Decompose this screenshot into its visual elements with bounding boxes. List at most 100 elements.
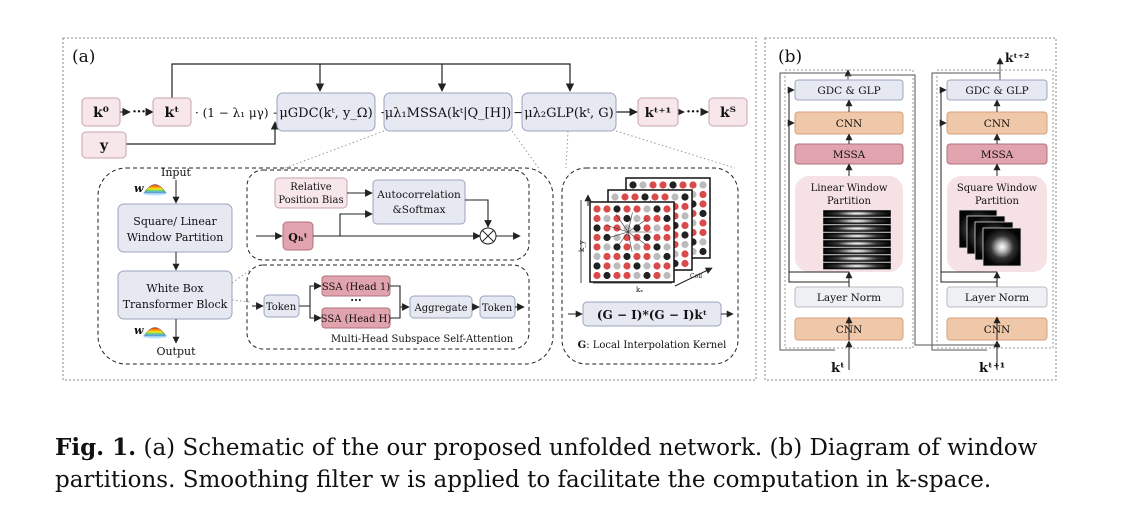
sample-dot: [613, 214, 621, 223]
caption-line-2: partitions. Smoothing filter w is applie…: [55, 467, 992, 493]
sample-dot: [699, 238, 707, 246]
sample-dot: [623, 252, 631, 261]
sample-dot: [633, 271, 641, 280]
sample-dot: [653, 205, 661, 213]
sample-dot: [663, 233, 671, 242]
sample-dot: [669, 181, 677, 189]
kT-node: kᵀ: [708, 97, 748, 127]
glp-node: μλ₂GLP(kᵗ, G): [521, 92, 617, 132]
multi-head-frame: [246, 264, 530, 350]
multi-head-arrows: [252, 282, 525, 322]
left_column-gdc-glp-label: GDC & GLP: [817, 85, 880, 97]
sample-dot: [643, 205, 651, 213]
axis-ky: k_y: [578, 240, 586, 252]
sample-dot: [623, 243, 631, 251]
sample-dot: [649, 181, 657, 189]
svg-text:Window Partition: Window Partition: [127, 231, 224, 244]
svg-text:μλ₂GLP(kᵗ, G): μλ₂GLP(kᵗ, G): [524, 106, 614, 121]
attention-frame: [246, 169, 530, 261]
panel-b-bypass: [779, 57, 1004, 351]
axis-coil: Coil: [690, 273, 702, 280]
sample-dot: [603, 262, 611, 270]
chain-dots-2: ···: [686, 105, 700, 120]
sample-dot: [699, 228, 707, 237]
sample-dot: [653, 214, 661, 223]
kernel-line: [627, 219, 647, 233]
left_column-input-label: kᵗ: [831, 361, 845, 376]
caption-line-1: (a) Schematic of the our proposed unfold…: [136, 435, 1038, 461]
sample-dot: [661, 193, 669, 201]
kernel-line: [627, 231, 633, 252]
left_column-mssa-label: MSSA: [833, 149, 866, 161]
sample-dot: [663, 252, 671, 261]
svg-text:y: y: [99, 138, 109, 154]
kt1-node: kᵗ⁺¹: [637, 97, 679, 127]
skip-arrow: [939, 119, 998, 283]
skip-arrow-2: [939, 86, 997, 273]
token-out-box: Token: [479, 295, 516, 319]
chain-minus: −: [513, 105, 525, 121]
sample-dot: [639, 181, 647, 189]
sample-dot: [593, 224, 601, 232]
panel-b-frame: [764, 37, 1057, 381]
ssa-dots: ···: [350, 294, 362, 307]
mssa-node: μλ₁MSSA(kᵗ|Q_[H]): [383, 92, 513, 132]
sample-dot: [681, 193, 689, 201]
skip-arrow-2: [787, 86, 849, 273]
right_column-partition-label-1: Square Window: [957, 183, 1038, 194]
sample-dot: [651, 193, 659, 201]
sample-dot: [633, 205, 641, 213]
sample-dot: [699, 209, 707, 218]
panel-b-right-column-frame: [936, 69, 1054, 349]
white-box-transformer-box: White Box Transformer Block: [117, 270, 233, 320]
svg-text:White Box: White Box: [146, 282, 204, 295]
glp-kernel-caption: G: Local Interpolation Kernel: [578, 340, 727, 351]
sample-dot: [663, 214, 671, 223]
svg-text:Autocorrelation: Autocorrelation: [376, 189, 461, 201]
window-strip: [822, 254, 892, 263]
sample-dot: [663, 224, 671, 232]
sample-dot: [613, 205, 621, 213]
zoom-guides: [279, 130, 736, 171]
sample-dot: [643, 243, 651, 251]
attention-arrows: [256, 189, 521, 240]
sample-dot: [613, 224, 621, 232]
kt-node: kᵗ: [152, 97, 192, 127]
autocorrelation-softmax-box: Autocorrelation &Softmax: [372, 179, 466, 225]
right_column-layernorm-label: Layer Norm: [965, 292, 1029, 304]
caption-fig: Fig. 1.: [55, 434, 137, 461]
sample-dot: [663, 243, 671, 251]
sample-dot: [663, 205, 671, 213]
sample-dot: [593, 214, 601, 223]
module-input-label: Input: [161, 166, 192, 179]
w-bottom: w: [134, 324, 144, 337]
sample-dot: [629, 181, 637, 189]
sample-dot: [699, 247, 707, 256]
token-in-box: Token: [263, 294, 300, 318]
sample-dot: [681, 202, 689, 211]
kernel-line: [627, 231, 647, 246]
window-strip: [822, 224, 892, 233]
sample-dot: [663, 262, 671, 270]
window-patch: [982, 227, 1022, 267]
aggregate-box: Aggregate: [409, 295, 473, 319]
left_column-layernorm-label: Layer Norm: [817, 292, 881, 304]
relative-position-bias-box: Relative Position Bias: [274, 177, 348, 209]
sample-dot: [653, 233, 661, 242]
right_column-output-label: kᵗ⁺²: [1005, 51, 1029, 65]
sample-dot: [681, 221, 689, 230]
sample-dot: [643, 233, 651, 242]
svg-text:(G − I)*(G − I)kᵗ: (G − I)*(G − I)kᵗ: [597, 308, 707, 322]
sample-dot: [679, 181, 687, 189]
svg-text:Square/ Linear: Square/ Linear: [133, 215, 217, 228]
sample-dot: [623, 271, 631, 280]
w-top: w: [134, 182, 144, 195]
kspace-layer: [589, 201, 675, 283]
module-output-label: Output: [156, 345, 196, 358]
skip-arrow: [787, 119, 850, 283]
sample-dot: [593, 205, 601, 213]
sample-dot: [643, 271, 651, 280]
chain-dots-1: ···: [132, 105, 146, 120]
multi-head-caption: Multi-Head Subspace Self-Attention: [331, 334, 514, 345]
